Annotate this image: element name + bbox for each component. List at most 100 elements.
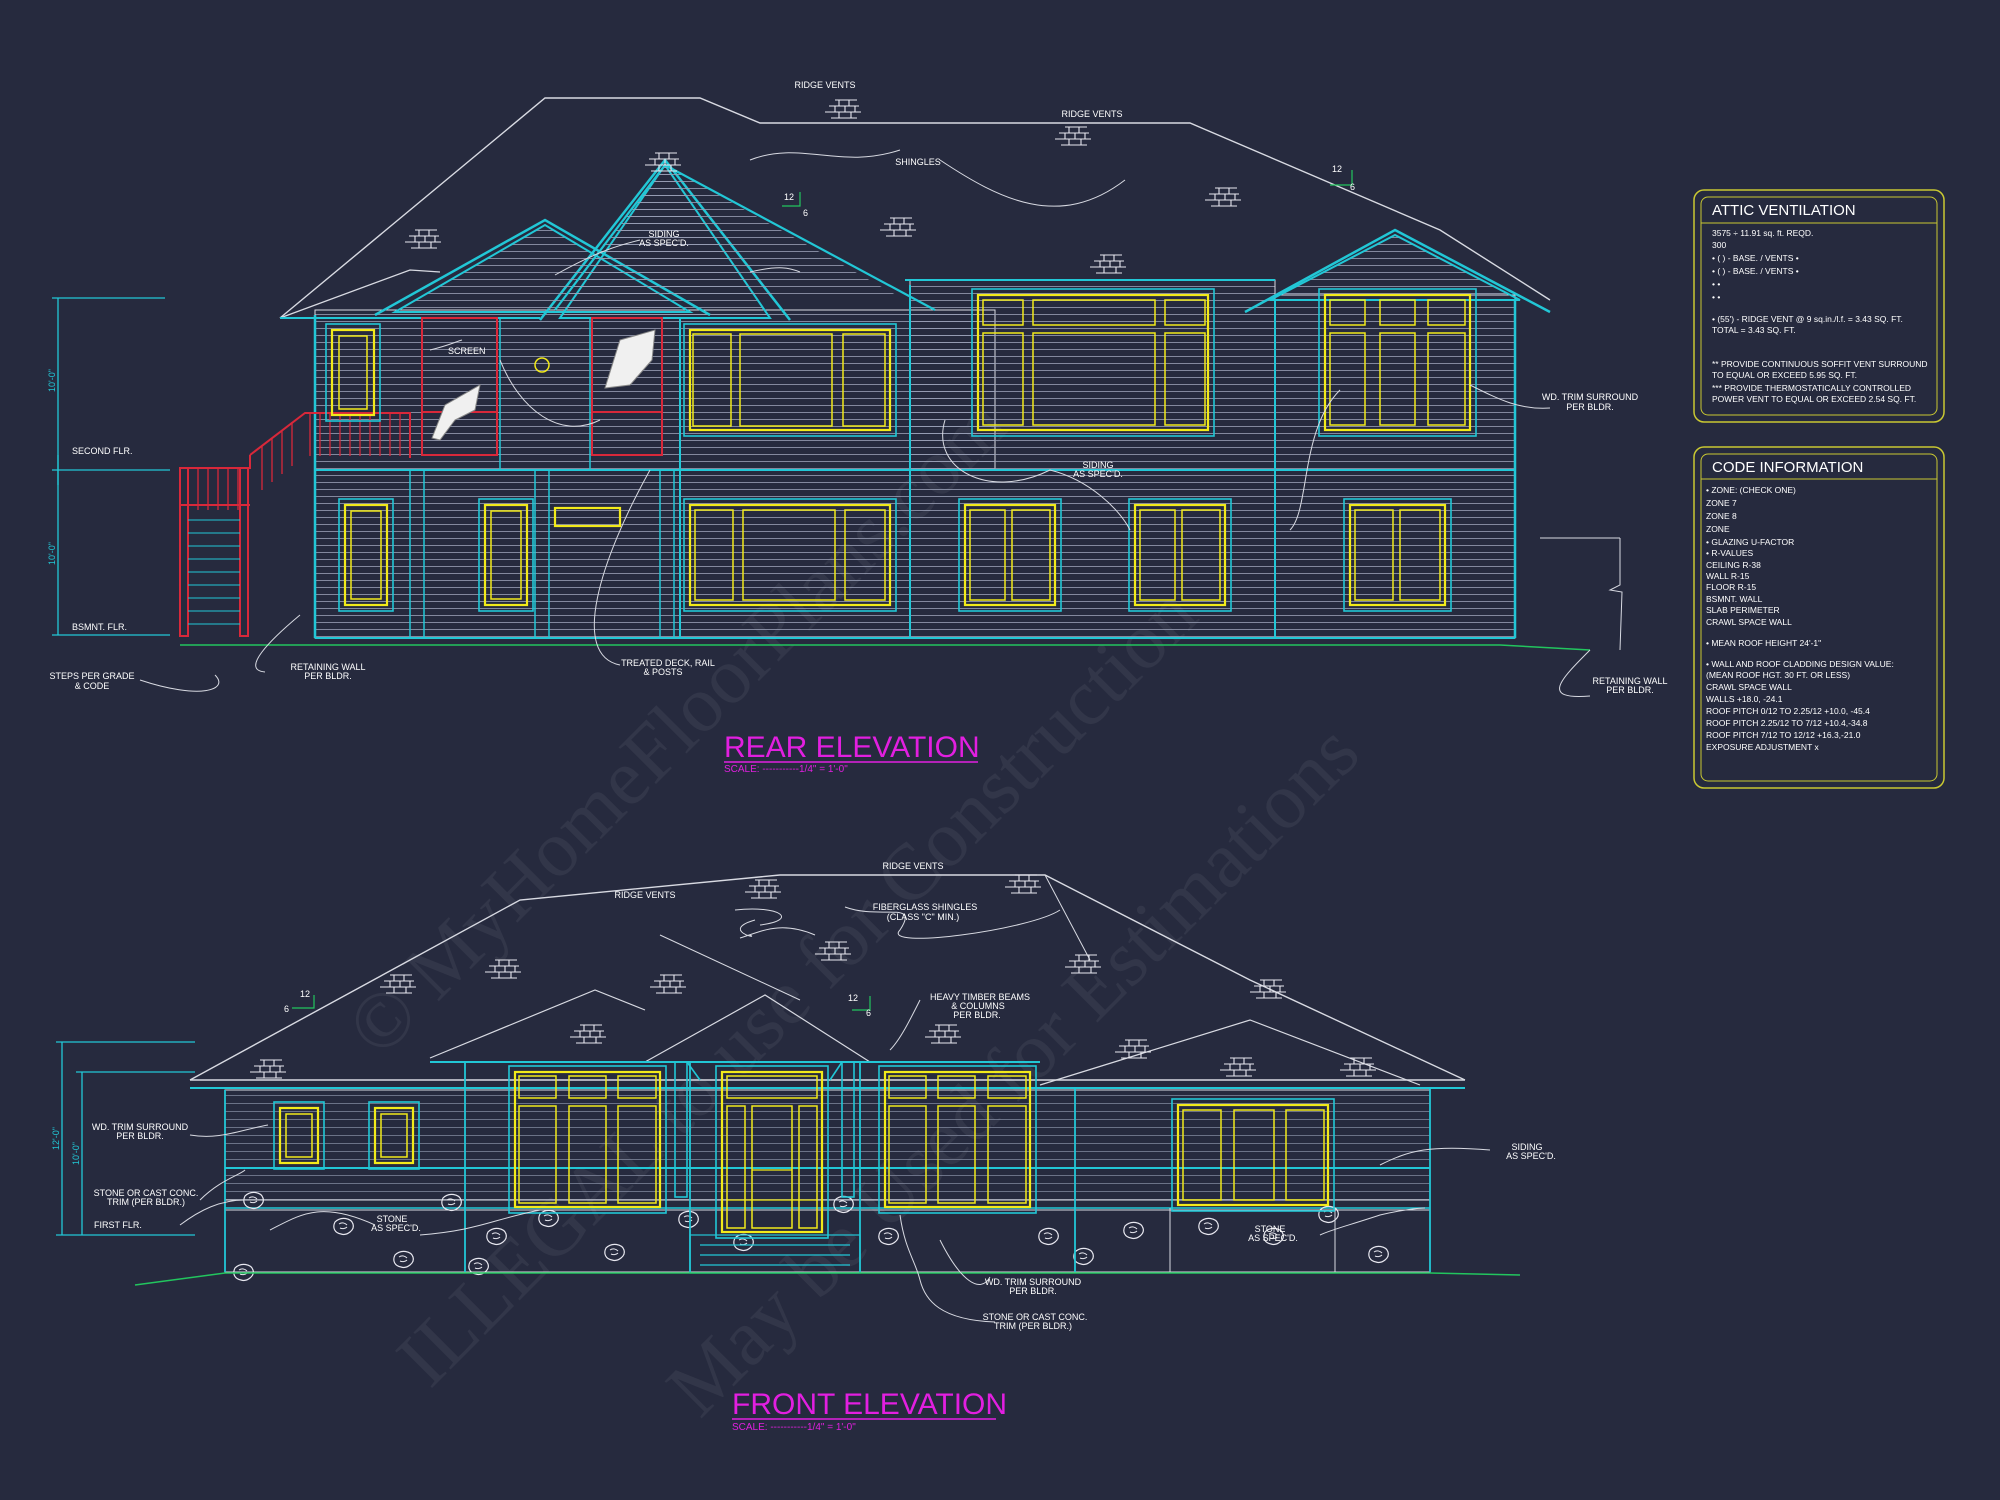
rear-elevation: 10'-0" 10'-0" 12 6 12 6 RIDGE VEN: [47, 80, 1668, 775]
front-fiberglass-label-a: FIBERGLASS SHINGLES: [873, 902, 978, 912]
attic-line: 3575 ÷ 11.91 sq. ft. REQD.: [1712, 228, 1813, 238]
rear-dimensions: [52, 297, 170, 636]
rear-windows: [330, 293, 1472, 607]
front-siding-label-b: AS SPEC'D.: [1506, 1151, 1556, 1161]
front-timber-label-b: & COLUMNS: [951, 1001, 1005, 1011]
rear-dim-lower: 10'-0": [47, 542, 57, 565]
rear-gable-right: [1269, 233, 1521, 301]
front-timber-label-a: HEAVY TIMBER BEAMS: [930, 992, 1030, 1002]
rear-ridge-vents-label-1: RIDGE VENTS: [794, 80, 855, 90]
front-grade-line: [134, 1272, 1521, 1286]
rear-pitch-run: 6: [803, 208, 808, 218]
front-gable-right: [1039, 1019, 1421, 1086]
front-siding-label-a: SIDING: [1511, 1142, 1542, 1152]
code-line: • ZONE: (CHECK ONE): [1706, 485, 1796, 495]
rear-siding-label-2a: SIDING: [1082, 460, 1113, 470]
front-pitch-rise: 12: [300, 989, 310, 999]
code-information-title: CODE INFORMATION: [1712, 459, 1863, 476]
code-line: CEILING R-38: [1706, 560, 1761, 570]
rear-roof-outline: [279, 97, 1551, 319]
front-wd-trim-label-2a: WD. TRIM SURROUND: [985, 1277, 1082, 1287]
front-pitch-run-2: 6: [866, 1008, 871, 1018]
front-stone-trim-label-2b: TRIM (PER BLDR.): [994, 1321, 1072, 1331]
rear-ridge-vents-label-2: RIDGE VENTS: [1061, 109, 1122, 119]
code-line: EXPOSURE ADJUSTMENT x: [1706, 742, 1819, 752]
front-elevation-title: FRONT ELEVATION: [732, 1388, 1007, 1421]
front-dim-outer: 12'-0": [51, 1127, 61, 1150]
front-stone-label-1b: AS SPEC'D.: [371, 1223, 421, 1233]
code-line: ZONE 7: [1706, 498, 1737, 508]
front-fiberglass-label-b: (CLASS "C" MIN.): [887, 912, 959, 922]
front-ridge-vents-label-2: RIDGE VENTS: [882, 861, 943, 871]
attic-line: • •: [1712, 292, 1720, 302]
rear-roof-vent-3: [879, 217, 917, 237]
rear-lower-wall: [314, 469, 1516, 639]
front-stone-trim-label-1b: TRIM (PER BLDR.): [107, 1197, 185, 1207]
rear-upper-wall-mid: [909, 279, 1276, 471]
front-elevation: 12'-0" 10'-0" 12 6 12 6 RI: [51, 861, 1556, 1433]
code-line: ROOF PITCH 7/12 TO 12/12 +16.3,-21.0: [1706, 730, 1861, 740]
front-stone-trim-label-2a: STONE OR CAST CONC.: [983, 1312, 1088, 1322]
code-information-box: CODE INFORMATION • ZONE: (CHECK ONE) ZON…: [1693, 446, 1945, 789]
code-line: BSMNT. WALL: [1706, 594, 1763, 604]
code-line: CRAWL SPACE WALL: [1706, 617, 1792, 627]
front-pitch-run: 6: [284, 1004, 289, 1014]
front-roof-outline: [189, 874, 1466, 1081]
rear-bsmnt-flr-label: BSMNT. FLR.: [72, 622, 127, 632]
rear-steps-label-a: STEPS PER GRADE: [49, 671, 134, 681]
rear-retaining-label-2b: PER BLDR.: [1606, 685, 1654, 695]
rear-pitch-rise: 12: [784, 192, 794, 202]
front-wd-trim-label-1b: PER BLDR.: [116, 1131, 164, 1141]
front-first-flr-label: FIRST FLR.: [94, 1220, 142, 1230]
attic-ventilation-lines: 3575 ÷ 11.91 sq. ft. REQD. 300 • ( ) - B…: [1712, 228, 1928, 404]
front-dim-inner: 10'-0": [71, 1142, 81, 1165]
code-line: ZONE: [1706, 524, 1730, 534]
front-timber-label-c: PER BLDR.: [953, 1010, 1001, 1020]
rear-siding-label-1a: SIDING: [648, 229, 679, 239]
attic-line: POWER VENT TO EQUAL OR EXCEED 2.54 SQ. F…: [1712, 394, 1916, 404]
code-line: WALL R-15: [1706, 571, 1750, 581]
attic-ventilation-box: ATTIC VENTILATION 3575 ÷ 11.91 sq. ft. R…: [1693, 189, 1945, 423]
attic-line: 300: [1712, 240, 1726, 250]
screen-porch: [421, 317, 663, 470]
front-elevation-scale: SCALE: -----------1/4" = 1'-0": [732, 1422, 856, 1433]
attic-line: *** PROVIDE THERMOSTATICALLY CONTROLLED: [1712, 383, 1911, 393]
rear-roof-vent-4: [1204, 187, 1242, 207]
rear-retaining-label-2a: RETAINING WALL: [1592, 676, 1667, 686]
rear-steps-label-b: & CODE: [75, 681, 110, 691]
code-line: WALLS +18.0, -24.1: [1706, 694, 1783, 704]
front-stone-label-1a: STONE: [377, 1214, 408, 1224]
front-roof-vent-1: [744, 879, 782, 899]
attic-line: • ( ) - BASE. / VENTS •: [1712, 253, 1799, 263]
rear-shingles-label: SHINGLES: [895, 157, 941, 167]
rear-gable-main: [560, 165, 905, 300]
code-line: SLAB PERIMETER: [1706, 605, 1780, 615]
front-windows: [278, 1070, 1330, 1234]
attic-line: ** PROVIDE CONTINUOUS SOFFIT VENT SURROU…: [1712, 359, 1928, 369]
rear-siding-label-2b: AS SPEC'D.: [1073, 469, 1123, 479]
code-information-lines: • ZONE: (CHECK ONE) ZONE 7 ZONE 8 ZONE •…: [1706, 485, 1894, 752]
front-wd-trim-label-1a: WD. TRIM SURROUND: [92, 1122, 189, 1132]
rear-elevation-scale: SCALE: -----------1/4" = 1'-0": [724, 764, 848, 775]
rear-deck: [179, 412, 675, 639]
rear-wd-trim-label-a: WD. TRIM SURROUND: [1542, 392, 1639, 402]
rear-retaining-label-1a: RETAINING WALL: [290, 662, 365, 672]
rear-siding-label-1b: AS SPEC'D.: [639, 238, 689, 248]
code-line: ZONE 8: [1706, 511, 1737, 521]
rear-deck-label-a: TREATED DECK, RAIL: [621, 658, 715, 668]
rear-second-flr-label: SECOND FLR.: [72, 446, 133, 456]
attic-line: TO EQUAL OR EXCEED 5.95 SQ. FT.: [1712, 370, 1857, 380]
code-line: • MEAN ROOF HEIGHT 24'-1": [1706, 638, 1821, 648]
rear-pitch-rise-2: 12: [1332, 164, 1342, 174]
rear-screen-label: SCREEN: [448, 346, 486, 356]
rear-upper-wall-right: [1274, 294, 1516, 471]
attic-line: TOTAL = 3.43 SQ. FT.: [1712, 325, 1796, 335]
rear-dim-upper: 10'-0": [47, 369, 57, 392]
code-line: • WALL AND ROOF CLADDING DESIGN VALUE:: [1706, 659, 1894, 669]
rear-wd-trim-label-b: PER BLDR.: [1566, 402, 1614, 412]
front-stone-trim-label-1a: STONE OR CAST CONC.: [94, 1188, 199, 1198]
rear-roof-vent-5: [1054, 126, 1092, 146]
front-ridge-vents-label-1: RIDGE VENTS: [614, 890, 675, 900]
code-line: • R-VALUES: [1706, 548, 1754, 558]
